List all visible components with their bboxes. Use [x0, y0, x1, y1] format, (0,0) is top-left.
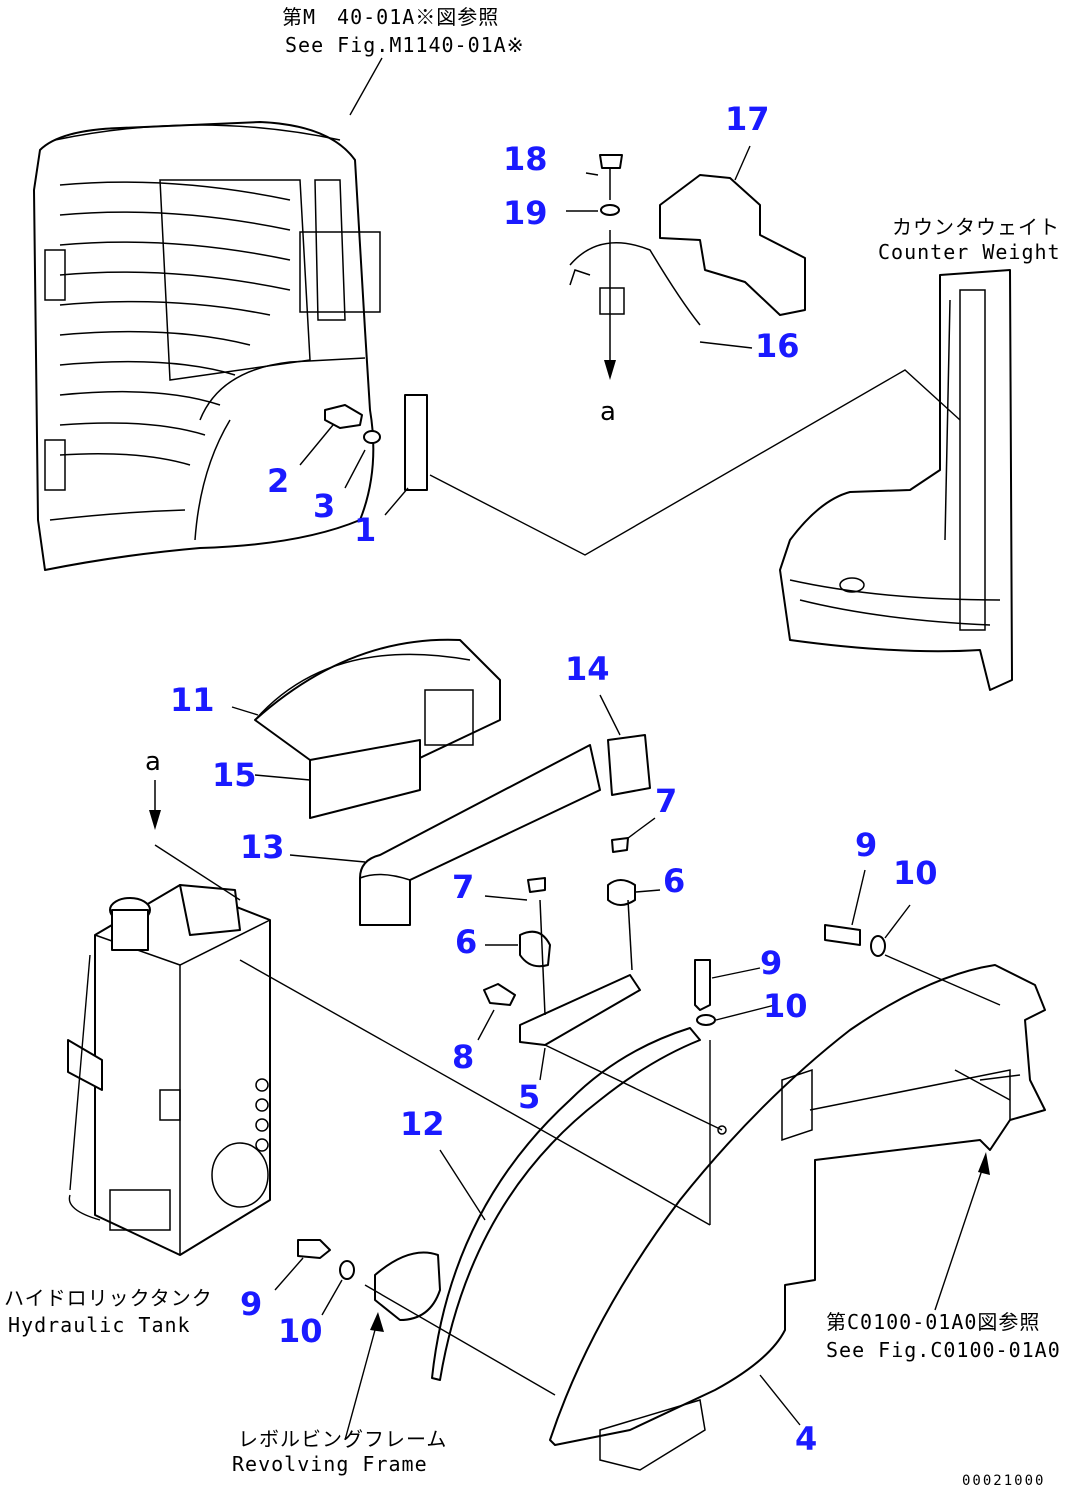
callout-7-upper: 7 — [655, 782, 677, 820]
callout-10-right: 10 — [893, 854, 938, 892]
counterweight — [779, 269, 1013, 691]
callout-15: 15 — [212, 756, 257, 794]
part-1-bracket — [404, 394, 428, 491]
part-3-washer — [363, 430, 381, 444]
hydraulic-tank — [67, 884, 271, 1256]
part-8-bolt — [483, 983, 516, 1006]
revolving-frame-plate — [374, 1251, 441, 1321]
callout-10-left: 10 — [278, 1312, 323, 1350]
part-2-bolt — [324, 404, 363, 429]
part-14-pad — [607, 734, 651, 796]
ref-right-en: See Fig.C0100-01A0 — [826, 1338, 1061, 1362]
callout-8: 8 — [452, 1038, 474, 1076]
callout-1: 1 — [354, 511, 376, 549]
grille-cover — [33, 121, 381, 571]
part-13-block — [359, 744, 601, 926]
callout-12: 12 — [400, 1105, 445, 1143]
part-19-washer — [600, 204, 620, 216]
callout-2: 2 — [267, 462, 289, 500]
part-10-washer-center — [696, 1014, 716, 1026]
callout-16: 16 — [755, 327, 800, 365]
part-10-washer-right — [870, 935, 886, 957]
callout-13: 13 — [240, 828, 285, 866]
grille-slats — [59, 181, 291, 466]
callout-5: 5 — [518, 1078, 540, 1116]
part-9-bolt-center — [694, 959, 711, 1011]
arrow-label-top: a — [600, 397, 616, 427]
ref-counterweight-jp: カウンタウェイト — [892, 215, 1060, 239]
callout-9-center: 9 — [760, 944, 782, 982]
callout-3: 3 — [313, 487, 335, 525]
part-15-plate — [309, 739, 421, 819]
part-10-washer-left — [339, 1260, 355, 1280]
part-9-bolt-right — [824, 924, 861, 946]
callout-6-upper: 6 — [663, 862, 685, 900]
part-18-bolt — [599, 154, 623, 169]
callout-9-right: 9 — [855, 826, 877, 864]
leader-lines — [68, 57, 1011, 1441]
callout-11: 11 — [170, 681, 215, 719]
callout-4: 4 — [795, 1420, 817, 1458]
callout-9-left: 9 — [240, 1285, 262, 1323]
ref-tank-jp: ハイドロリックタンク — [4, 1286, 213, 1310]
callout-17: 17 — [725, 100, 770, 138]
part-7-bolt-upper — [611, 837, 629, 853]
part-17-counterweight-plate — [659, 174, 806, 316]
callouts: 1 2 3 4 5 6 6 7 7 8 9 9 9 10 10 10 11 12… — [170, 100, 938, 1458]
callout-10-center: 10 — [763, 987, 808, 1025]
callout-6-lower: 6 — [455, 923, 477, 961]
part-7-bolt-lower — [527, 877, 546, 893]
ref-top-en: See Fig.M1140-01A※ — [285, 33, 524, 57]
part-4-side-cover — [549, 964, 1046, 1471]
callout-19: 19 — [503, 194, 548, 232]
ref-counterweight-en: Counter Weight — [878, 240, 1061, 264]
drawing-code: 00021000 — [962, 1473, 1045, 1489]
ref-top-jp: 第M 40-01A※図参照 — [282, 5, 499, 29]
part-16-mount — [569, 242, 701, 326]
part-5-bracket — [519, 974, 641, 1046]
callout-14: 14 — [565, 650, 610, 688]
callout-7-lower: 7 — [452, 868, 474, 906]
part-12-strip — [431, 1027, 701, 1381]
ref-right-jp: 第C0100-01A0図参照 — [826, 1310, 1040, 1334]
arrow-label-tank: a — [145, 747, 161, 777]
ref-frame-en: Revolving Frame — [232, 1452, 428, 1476]
callout-18: 18 — [503, 140, 548, 178]
ref-frame-jp: レボルビングフレーム — [238, 1427, 447, 1451]
ref-tank-en: Hydraulic Tank — [8, 1313, 191, 1337]
part-6-clip-lower — [519, 930, 551, 968]
part-9-bolt-left — [297, 1239, 331, 1259]
part-6-clip-upper — [607, 879, 636, 906]
